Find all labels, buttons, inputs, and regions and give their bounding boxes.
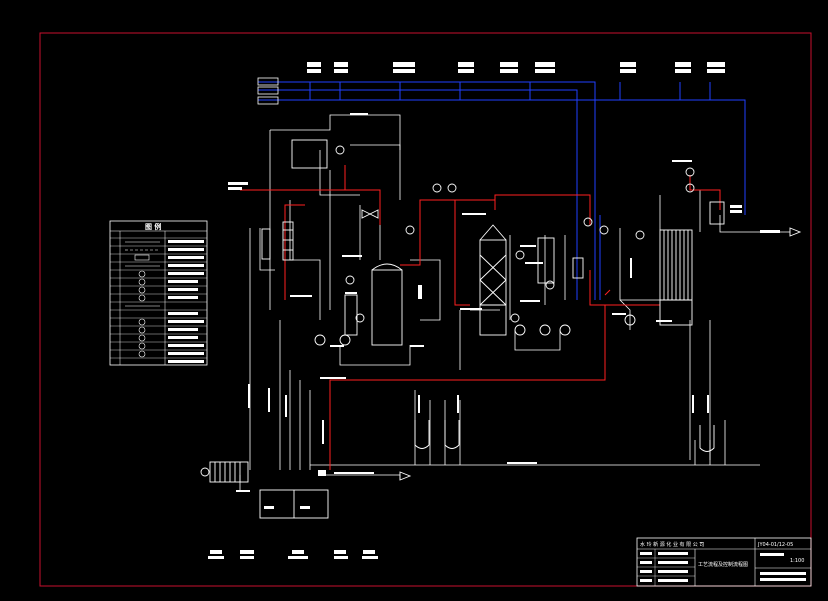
filter-press [209, 461, 249, 483]
drawing-title: 工艺流程及控制流程图 [698, 561, 748, 568]
drawing-frame [39, 32, 812, 587]
absorption-column [479, 239, 507, 336]
pump-icon [539, 324, 551, 336]
drawing-number: JY04-01/12-05 [757, 542, 793, 548]
top-inlet-markers [257, 77, 279, 105]
tag-blocks [208, 113, 780, 559]
title-block: 水 玲 新 源 化 业 有 限 公 司 JY04-01/12-05 工艺流程及控… [636, 537, 812, 587]
legend-title: 图 例 [145, 222, 161, 231]
process-lines-red [240, 165, 721, 470]
pump-icon [339, 334, 351, 346]
reactor-vessel [371, 269, 403, 346]
process-lines-white [239, 114, 790, 490]
legend-table: 图 例 [109, 220, 208, 366]
top-labels [307, 62, 725, 73]
head-tank [291, 139, 328, 169]
pump-icon [314, 334, 326, 346]
pump-icon [514, 324, 526, 336]
company-name: 水 玲 新 源 化 业 有 限 公 司 [640, 541, 704, 548]
drawing-scale: 1:100 [790, 558, 804, 564]
equipment [200, 139, 802, 519]
pump-icon [559, 324, 571, 336]
pump-icon [624, 314, 636, 326]
